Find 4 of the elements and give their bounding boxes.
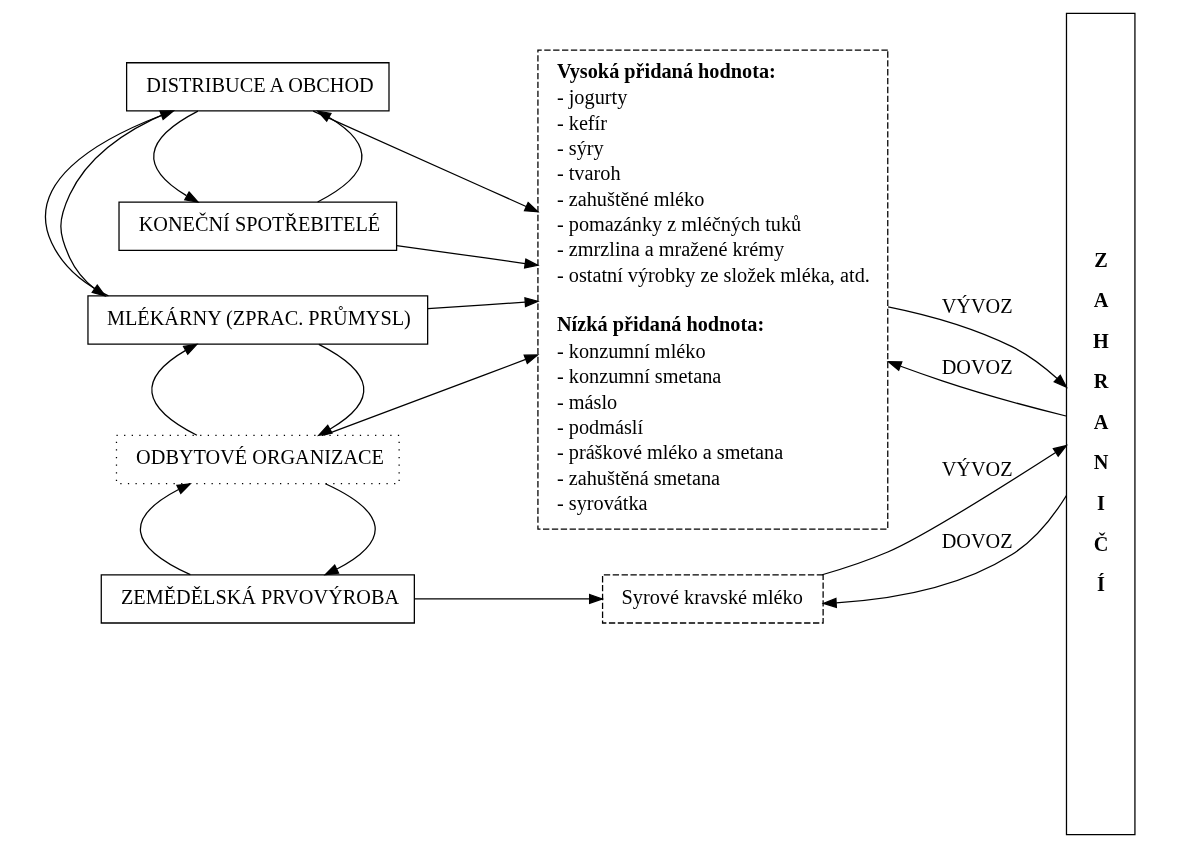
- edge-label: VÝVOZ: [941, 457, 1013, 480]
- edge-label: DOVOZ: [941, 356, 1013, 379]
- edge-label: DOVOZ: [941, 529, 1013, 552]
- edge-label: VÝVOZ: [941, 295, 1013, 318]
